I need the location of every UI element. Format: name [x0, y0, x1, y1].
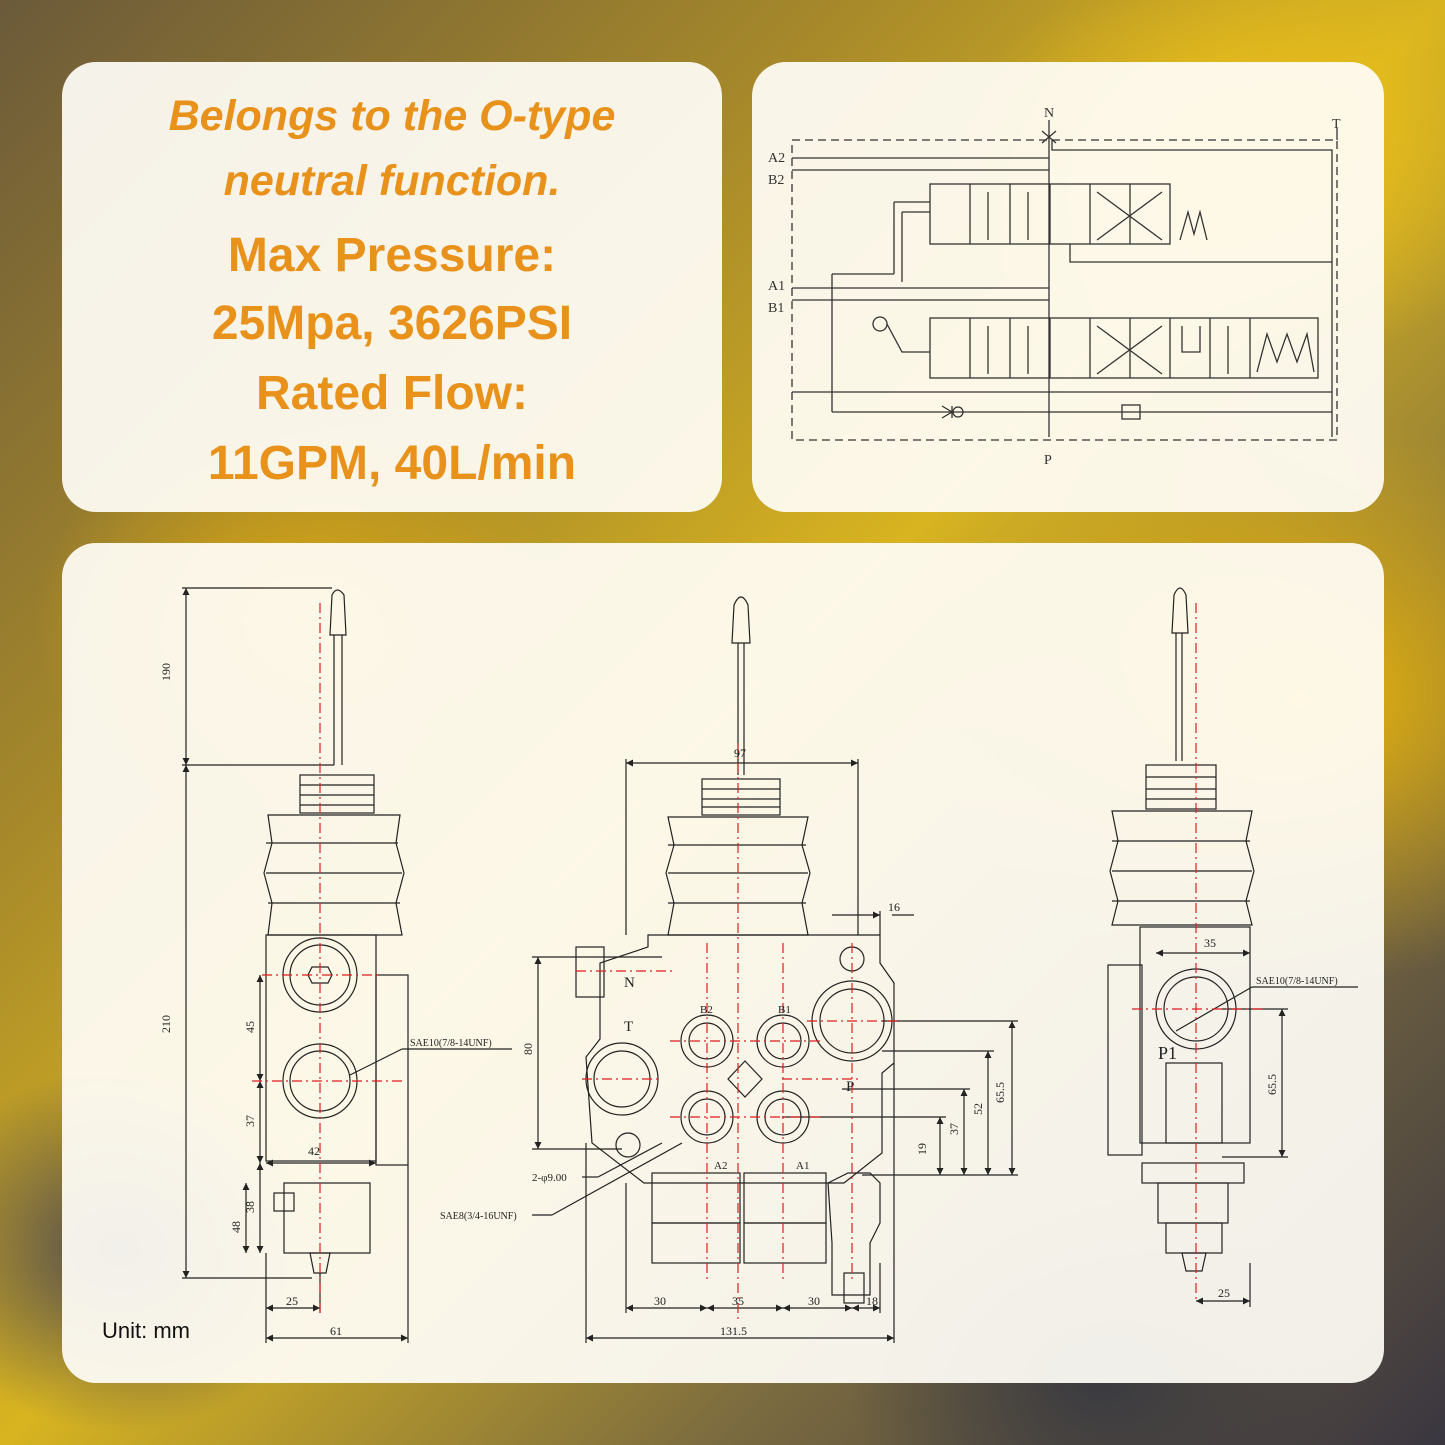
- front-dim-80: 80: [521, 1043, 535, 1055]
- schematic-port-b2: B2: [768, 173, 784, 188]
- front-dim-30-left: 30: [654, 1294, 666, 1308]
- unit-label: Unit: mm: [102, 1318, 190, 1343]
- right-dim-65-5: 65.5: [1265, 1074, 1279, 1095]
- schematic-port-n: N: [1044, 106, 1054, 121]
- rated-flow-value: 11GPM, 40L/min: [207, 437, 577, 490]
- front-dim-19: 19: [915, 1143, 929, 1155]
- front-hole-callout: 2-φ9.00: [532, 1172, 567, 1184]
- schematic-port-t: T: [1332, 117, 1341, 132]
- front-dim-97: 97: [734, 746, 746, 760]
- front-dim-37: 37: [947, 1123, 961, 1135]
- front-dim-131-5: 131.5: [720, 1324, 747, 1338]
- left-dim-190: 190: [159, 663, 173, 681]
- left-dim-37: 37: [243, 1115, 257, 1127]
- front-dim-35: 35: [732, 1294, 744, 1308]
- front-label-t: T: [624, 1019, 633, 1035]
- front-label-n: N: [624, 975, 635, 991]
- schematic-port-p: P: [1044, 453, 1052, 468]
- neutral-function-line-1: Belongs to the O-type: [168, 92, 616, 140]
- left-dim-61: 61: [330, 1324, 342, 1338]
- right-dim-35: 35: [1204, 936, 1216, 950]
- front-view: [532, 596, 1018, 1343]
- schematic-port-a1: A1: [768, 279, 785, 294]
- left-dim-210: 210: [159, 1015, 173, 1033]
- right-side-view: [1107, 587, 1358, 1307]
- max-pressure-value: 25Mpa, 3626PSI: [211, 297, 573, 350]
- right-port-callout: SAE10(7/8-14UNF): [1256, 976, 1338, 987]
- front-dim-30-right: 30: [808, 1294, 820, 1308]
- left-port-callout: SAE10(7/8-14UNF): [410, 1038, 492, 1049]
- left-dim-48: 48: [229, 1221, 243, 1233]
- front-port-callout: SAE8(3/4-16UNF): [440, 1211, 517, 1222]
- left-dim-25: 25: [286, 1294, 298, 1308]
- spec-panel: Belongs to the O-type neutral function. …: [62, 62, 722, 512]
- front-label-b1: B1: [778, 1004, 791, 1016]
- front-label-p: P: [846, 1079, 854, 1095]
- front-dim-18: 18: [866, 1294, 878, 1308]
- front-dim-65-5: 65.5: [993, 1082, 1007, 1103]
- left-dim-42: 42: [308, 1144, 320, 1158]
- front-dim-52: 52: [971, 1103, 985, 1115]
- front-dim-16: 16: [888, 900, 900, 914]
- left-dim-45: 45: [243, 1021, 257, 1033]
- front-label-a1: A1: [796, 1160, 809, 1172]
- schematic-port-a2: A2: [768, 151, 785, 166]
- max-pressure-label: Max Pressure:: [227, 229, 557, 282]
- dimension-drawing-panel: 190 210 45 37 42 38 48 25 61 SAE10(7/8-1…: [62, 543, 1384, 1383]
- hydraulic-schematic-panel: N T P A2 B2 A1 B1: [752, 62, 1384, 512]
- front-label-b2: B2: [700, 1004, 713, 1016]
- neutral-function-line-2: neutral function.: [223, 157, 561, 205]
- rated-flow-label: Rated Flow:: [256, 367, 528, 420]
- left-dim-38: 38: [243, 1201, 257, 1213]
- schematic-port-b1: B1: [768, 301, 784, 316]
- right-label-p1: P1: [1158, 1043, 1177, 1063]
- right-dim-25: 25: [1218, 1286, 1230, 1300]
- front-label-a2: A2: [714, 1160, 727, 1172]
- dimension-drawing: 190 210 45 37 42 38 48 25 61 SAE10(7/8-1…: [159, 587, 1358, 1343]
- hydraulic-schematic: N T P A2 B2 A1 B1: [768, 106, 1341, 468]
